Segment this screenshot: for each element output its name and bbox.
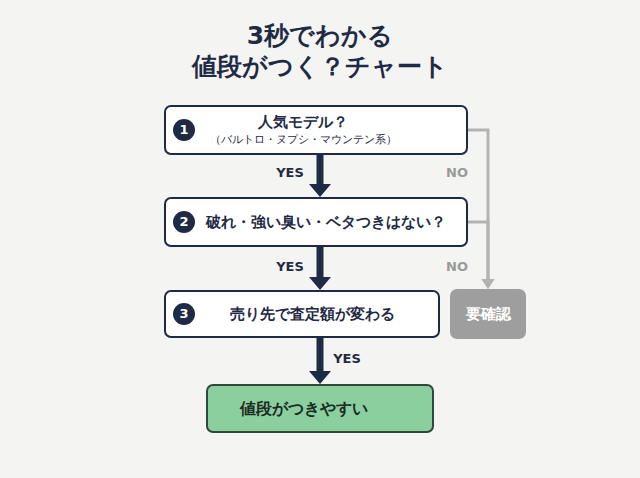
yes-label: YES [276,259,304,274]
node-label: 値段がつきやすい [240,398,368,420]
question-box: 2 破れ・強い臭い・ベタつきはない？ [164,197,468,247]
text-column: 破れ・強い臭い・ベタつきはない？ [202,199,450,245]
yes-label: YES [276,165,304,180]
no-label: NO [446,165,468,180]
step-number: 3 [173,303,195,325]
arrowhead [309,184,331,197]
step-number: 2 [173,211,195,233]
yes-label: YES [333,351,361,366]
text-column: 人気モデル？（バルトロ・ヌプシ・マウンテン系） [202,107,404,153]
step-number: 1 [173,119,195,141]
title-area: 3秒でわかる 値段がつく？チャート [0,20,640,83]
no-arrow [468,222,495,289]
connector-line [317,247,324,278]
no-arrow [468,130,495,289]
text-column: 要確認 [456,289,520,339]
no-label: NO [446,259,468,274]
node-label: 要確認 [466,304,511,324]
node-label: 売り先で査定額が変わる [230,304,395,324]
step-box: 3 売り先で査定額が変わる [164,290,440,338]
arrowhead [309,371,331,384]
chart-title: 3秒でわかる 値段がつく？チャート [170,20,470,83]
arrowhead [482,279,495,289]
arrowhead [309,277,331,290]
result-box: 要確認 [450,289,526,339]
connector-line [468,130,488,280]
text-column: 売り先で査定額が変わる [202,292,422,336]
connector-line [317,338,324,372]
text-column: 値段がつきやすい [220,386,388,431]
question-box: 1 人気モデル？（バルトロ・ヌプシ・マウンテン系） [164,105,468,155]
node-sublabel: （バルトロ・ヌプシ・マウンテン系） [210,133,397,148]
connector-line [317,155,324,185]
yes-arrow [309,155,331,197]
connector-line [468,222,488,280]
node-label: 人気モデル？ [258,112,348,132]
yes-arrow [309,338,331,384]
node-label: 破れ・強い臭い・ベタつきはない？ [206,212,446,232]
yes-arrow [309,247,331,290]
result-box: 値段がつきやすい [206,384,434,433]
arrowhead [482,279,495,289]
